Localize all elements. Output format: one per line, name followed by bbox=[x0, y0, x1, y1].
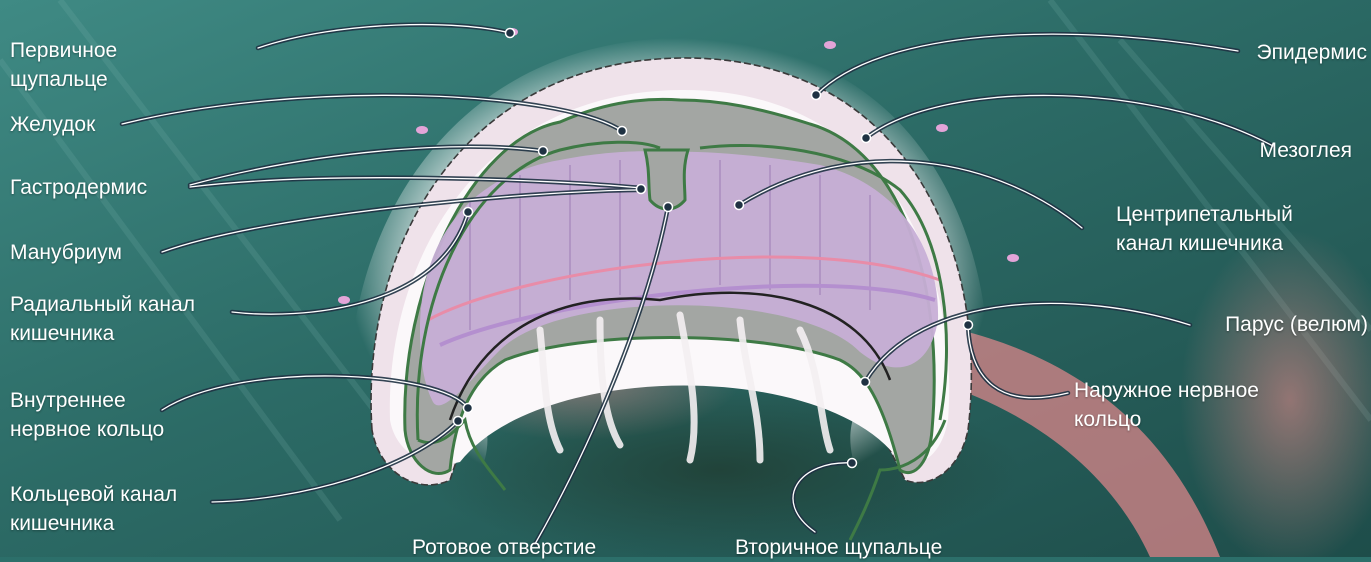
label-outer-nerve-ring: Наружное нервное кольцо bbox=[1074, 376, 1259, 434]
dot-ring-canal bbox=[454, 417, 463, 426]
label-ring-canal-line-2: кишечника bbox=[10, 509, 177, 538]
label-primary-tentacle-line-2: щупальце bbox=[10, 65, 117, 94]
label-secondary-tentacle-text: Вторичное щупальце bbox=[735, 533, 942, 562]
label-secondary-tentacle: Вторичное щупальце bbox=[735, 533, 942, 562]
label-manubrium: Манубриум bbox=[10, 238, 122, 267]
label-inner-nerve-ring-line-2: нервное кольцо bbox=[10, 415, 164, 444]
label-stomach: Желудок bbox=[10, 110, 95, 139]
dot-epidermis bbox=[812, 91, 821, 100]
label-ring-canal: Кольцевой канал кишечника bbox=[10, 480, 177, 538]
label-outer-nerve-ring-line-2: кольцо bbox=[1074, 405, 1259, 434]
label-epidermis-text: Эпидермис bbox=[1257, 38, 1367, 67]
label-gastrodermis: Гастродермис bbox=[10, 173, 147, 202]
label-primary-tentacle: Первичное щупальце bbox=[10, 36, 117, 94]
label-gastrodermis-text: Гастродермис bbox=[10, 173, 147, 202]
dot-gastrodermis bbox=[539, 147, 548, 156]
label-centripetal-canal: Центрипетальный канал кишечника bbox=[1116, 200, 1293, 258]
label-ring-canal-line-1: Кольцевой канал bbox=[10, 480, 177, 509]
dot-mesoglea bbox=[862, 134, 871, 143]
manubrium bbox=[645, 150, 688, 209]
dot-inner-nerve-ring bbox=[464, 404, 473, 413]
dot-secondary-tentacle bbox=[848, 459, 857, 468]
label-stomach-text: Желудок bbox=[10, 110, 95, 139]
label-epidermis: Эпидермис bbox=[1257, 38, 1367, 67]
label-mouth: Ротовое отверстие bbox=[412, 533, 596, 562]
label-primary-tentacle-line-1: Первичное bbox=[10, 36, 117, 65]
label-mouth-text: Ротовое отверстие bbox=[412, 533, 596, 562]
label-mesoglea-text: Мезоглея bbox=[1259, 136, 1352, 165]
dot-centripetal-canal bbox=[735, 201, 744, 210]
label-inner-nerve-ring: Внутреннее нервное кольцо bbox=[10, 386, 164, 444]
label-mesoglea: Мезоглея bbox=[1259, 136, 1352, 165]
label-outer-nerve-ring-line-1: Наружное нервное bbox=[1074, 376, 1259, 405]
dot-outer-nerve-ring bbox=[964, 321, 973, 330]
dot-stomach bbox=[618, 127, 627, 136]
label-radial-canal: Радиальный канал кишечника bbox=[10, 290, 195, 348]
label-radial-canal-line-1: Радиальный канал bbox=[10, 290, 195, 319]
label-velum-text: Парус (велюм) bbox=[1225, 310, 1368, 339]
label-centripetal-canal-line-1: Центрипетальный bbox=[1116, 200, 1293, 229]
dot-velum bbox=[861, 378, 870, 387]
label-manubrium-text: Манубриум bbox=[10, 238, 122, 267]
label-velum: Парус (велюм) bbox=[1225, 310, 1368, 339]
dot-mouth bbox=[664, 203, 673, 212]
dot-radial-canal bbox=[464, 208, 473, 217]
dot-manubrium bbox=[637, 185, 646, 194]
label-inner-nerve-ring-line-1: Внутреннее bbox=[10, 386, 164, 415]
label-centripetal-canal-line-2: канал кишечника bbox=[1116, 229, 1293, 258]
label-radial-canal-line-2: кишечника bbox=[10, 319, 195, 348]
dot-primary-tentacle bbox=[506, 29, 515, 38]
